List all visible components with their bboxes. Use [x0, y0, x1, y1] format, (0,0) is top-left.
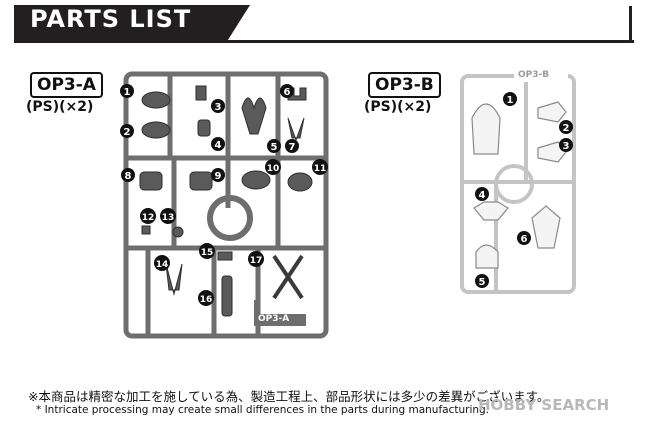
runner-b-marker-2: 2 — [559, 120, 573, 134]
runner-a-part-13 — [172, 226, 184, 238]
runner-a-part-2 — [141, 121, 171, 139]
runner-a-marker-10: 10 — [265, 159, 281, 175]
runner-a-part-3 — [195, 85, 207, 101]
runner-a-marker-5: 5 — [267, 139, 281, 153]
runner-b-marker-4: 4 — [475, 187, 489, 201]
svg-text:6: 6 — [521, 234, 528, 245]
runner-b-part-3 — [537, 141, 567, 163]
runner-a-marker-8: 8 — [121, 168, 135, 182]
runner-a-part-14 — [165, 263, 183, 296]
watermark: HOBBY SEARCH — [478, 396, 610, 414]
svg-text:3: 3 — [215, 102, 222, 113]
header-banner — [14, 5, 250, 43]
runner-b-marker-1: 1 — [503, 92, 517, 106]
svg-text:5: 5 — [479, 277, 486, 288]
runner-a-part-5 — [241, 97, 267, 135]
runner-a-marker-9: 9 — [211, 168, 225, 182]
svg-text:1: 1 — [124, 87, 131, 98]
svg-text:14: 14 — [156, 260, 169, 270]
runner-a-marker-6: 6 — [280, 84, 294, 98]
runner-b-part-4 — [473, 201, 509, 221]
note-japanese: ※本商品は精密な加工を施している為、製造工程上、部品形状には多少の差異がございま… — [28, 389, 550, 404]
runner-a-marker-11: 11 — [312, 159, 328, 175]
runner-b-part-6 — [531, 205, 561, 249]
runner-a-quantity: (PS)(×2) — [26, 99, 94, 115]
runner-b-marker-3: 3 — [559, 138, 573, 152]
runner-b-part-2 — [537, 101, 567, 123]
runner-a-part-12 — [141, 225, 151, 235]
svg-text:5: 5 — [271, 142, 278, 153]
runner-a-marker-12: 12 — [140, 208, 156, 224]
svg-text:1: 1 — [507, 95, 514, 106]
runner-a-marker-1: 1 — [120, 84, 134, 98]
runner-a-marker-3: 3 — [211, 99, 225, 113]
runner-b-marker-5: 5 — [475, 274, 489, 288]
header-corner-rule — [629, 6, 632, 42]
runner-a-sprue — [123, 71, 329, 339]
runner-b-part-5 — [475, 244, 499, 269]
runner-a-part-10 — [241, 170, 271, 190]
runner-a-part-17 — [272, 254, 304, 300]
svg-text:13: 13 — [162, 213, 175, 223]
runner-a-marker-7: 7 — [285, 139, 299, 153]
runner-a-part-4 — [197, 119, 211, 137]
runner-a-part-16 — [221, 275, 233, 317]
svg-text:2: 2 — [124, 127, 131, 138]
svg-text:4: 4 — [479, 190, 486, 201]
header-rule — [14, 40, 634, 43]
svg-text:10: 10 — [267, 164, 280, 174]
svg-text:7: 7 — [289, 142, 296, 153]
runner-a-part-9 — [189, 171, 213, 191]
svg-text:8: 8 — [125, 171, 132, 182]
page-title: PARTS LIST — [30, 5, 192, 33]
runner-b-sprue — [460, 72, 576, 294]
svg-text:9: 9 — [215, 171, 222, 182]
runner-b-label: OP3-B — [368, 72, 441, 98]
note-english: * Intricate processing may create small … — [36, 404, 490, 416]
runner-a-part-7 — [287, 117, 305, 142]
svg-text:3: 3 — [563, 141, 570, 152]
svg-text:15: 15 — [201, 248, 214, 258]
runner-a-part-1 — [141, 91, 171, 109]
runner-a-part-11 — [287, 172, 313, 192]
runner-a-marker-4: 4 — [211, 137, 225, 151]
runner-b-tag: OP3-B — [518, 70, 550, 80]
runner-a-marker-14: 14 — [154, 255, 170, 271]
svg-text:11: 11 — [314, 164, 327, 174]
svg-text:6: 6 — [284, 87, 291, 98]
runner-a-marker-16: 16 — [198, 290, 214, 306]
runner-a-marker-2: 2 — [120, 124, 134, 138]
runner-b-part-1 — [471, 103, 501, 155]
svg-text:12: 12 — [142, 213, 155, 223]
svg-text:16: 16 — [200, 295, 213, 305]
runner-a-marker-13: 13 — [160, 208, 176, 224]
runner-a-part-15 — [217, 251, 233, 261]
runner-a-marker-17: 17 — [248, 251, 264, 267]
svg-text:17: 17 — [250, 256, 263, 266]
runner-b-marker-6: 6 — [517, 231, 531, 245]
runner-a-label: OP3-A — [30, 72, 103, 98]
runner-a-marker-15: 15 — [199, 243, 215, 259]
svg-text:2: 2 — [563, 123, 570, 134]
runner-a-part-8 — [139, 171, 163, 191]
runner-a-tag: OP3-A — [258, 314, 290, 324]
runner-b-quantity: (PS)(×2) — [364, 99, 432, 115]
svg-text:4: 4 — [215, 140, 222, 151]
